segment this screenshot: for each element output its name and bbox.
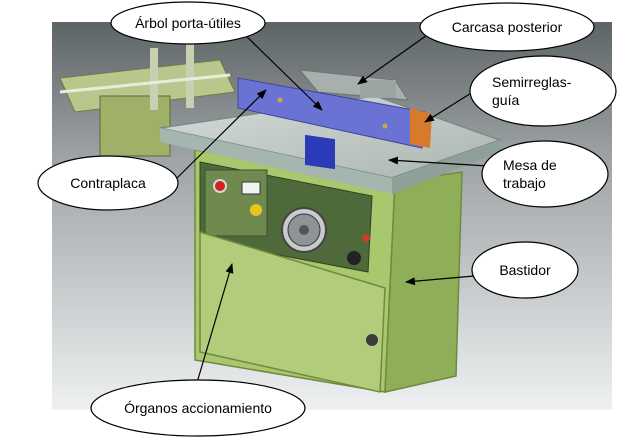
lower-door bbox=[199, 230, 386, 393]
bubble-bastidor bbox=[471, 241, 579, 299]
arrow-bastidor bbox=[405, 275, 475, 286]
arrow-mesa bbox=[388, 156, 489, 167]
fence-assembly bbox=[237, 77, 432, 170]
arrow-carcasa bbox=[357, 32, 431, 85]
callout-bubbles bbox=[37, 1, 617, 437]
bubble-carcasa bbox=[419, 2, 595, 52]
bubble-contraplaca bbox=[37, 155, 179, 211]
bubble-mesa bbox=[481, 140, 609, 208]
arrow-arbol bbox=[239, 29, 323, 111]
rear-housing bbox=[298, 69, 409, 101]
bubble-semirreglas bbox=[469, 55, 617, 127]
callout-arrows bbox=[174, 29, 489, 387]
bubble-arbol bbox=[110, 1, 266, 45]
bubble-organos bbox=[90, 379, 306, 437]
arrow-semirreglas bbox=[424, 89, 477, 123]
sliding-carriage bbox=[59, 42, 236, 157]
arrow-contraplaca bbox=[174, 89, 267, 181]
arrow-organos bbox=[195, 263, 234, 387]
